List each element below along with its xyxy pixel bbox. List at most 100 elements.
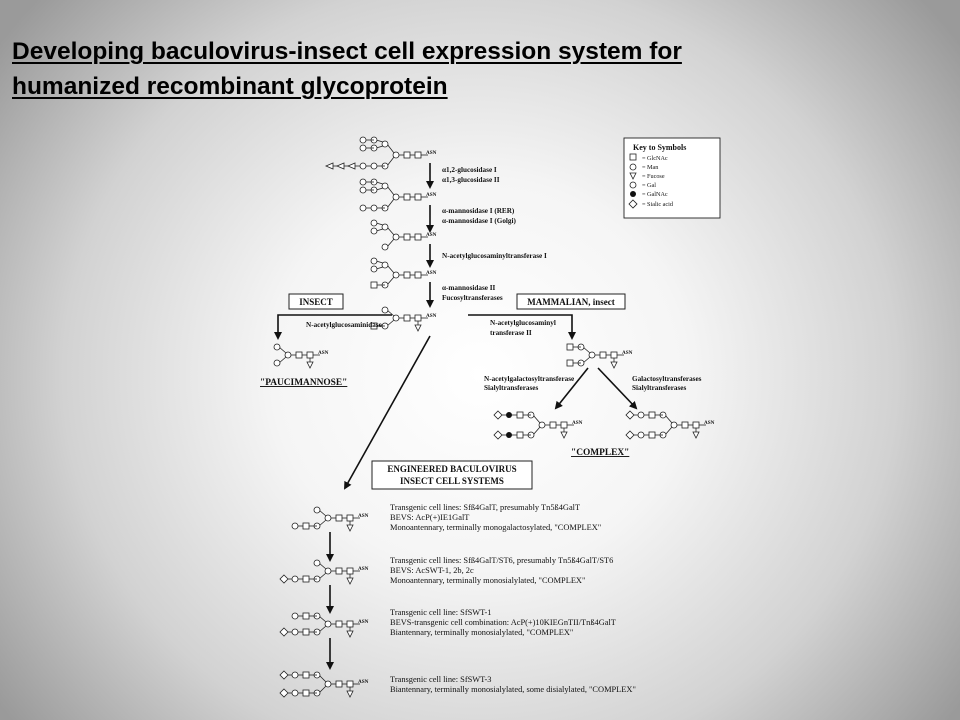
engineered-3-line-2: BEVS-transgenic cell combination: AcP(+)… [390,618,616,627]
glcnac-icon [414,193,422,201]
galnac-icon [506,432,512,438]
mammalian-box-label: MAMMALIAN, insect [527,297,614,307]
key-label-gal: = Gal [642,182,656,189]
glcnac-icon [549,421,557,429]
sialic-acid-icon [279,627,289,637]
engineered-box-label-1: ENGINEERED BACULOVIRUS [387,464,516,474]
enzyme-gnt-ii-line-1: N-acetylglucosaminyl [490,319,556,327]
asn-label: ASN [622,350,633,356]
glcnac-icon [346,620,354,628]
glycan-paucimannose: ASN [273,343,329,369]
galactose-icon [291,671,299,679]
mannose-icon [313,559,321,567]
arrow-insect-branch [274,314,392,340]
mannose-icon [284,351,292,359]
key-label-galnac: = GalNAc [642,191,668,198]
glucose-icon [324,162,334,170]
mannose-icon [381,140,389,148]
mannose-icon [392,233,400,241]
arrow-engineered-branch [344,335,431,490]
fucose-icon [346,630,354,638]
glycan-engineered-4: ASN [279,670,369,698]
enzyme-mannosidase-rer: α-mannosidase I (RER) [442,207,515,215]
mannose-icon [670,421,678,429]
asn-label: ASN [426,232,437,238]
engineered-2-line-3: Monoantennary, terminally monosialylated… [390,576,585,585]
glcnac-icon [414,233,422,241]
glcnac-icon [403,193,411,201]
engineered-1-line-2: BEVS: AcP(+)IE1GalT [390,513,469,522]
glycan-glcnac-man5: ASN [370,257,437,289]
asn-label: ASN [426,150,437,156]
glcnac-icon [306,351,314,359]
glycosidic-bond [386,276,395,286]
glcnac-icon [566,343,574,351]
glycosidic-bond [386,264,395,274]
mannose-icon [359,144,367,152]
engineered-descriptions: Transgenic cell lines: Sfß4GalT, presuma… [390,503,636,694]
insect-box-label: INSECT [299,297,333,307]
fucose-icon [414,324,422,332]
mannose-icon [359,162,367,170]
glcnac-icon [302,628,310,636]
mannose-icon [324,620,332,628]
fucose-icon [346,690,354,698]
slide-title: Developing baculovirus-insect cell expre… [12,34,932,104]
complex-label: "COMPLEX" [571,448,629,458]
glcnac-icon [403,233,411,241]
glcnac-icon [414,314,422,322]
slide-title-line-1: Developing baculovirus-insect cell expre… [12,38,682,65]
symbol-key-title: Key to Symbols [633,143,686,152]
glcnac-icon [302,522,310,530]
fucose-key-icon [629,172,637,180]
glucose-icon [335,162,345,170]
fucose-icon [610,361,618,369]
sialic-acid-icon [279,574,289,584]
mannose-icon [359,186,367,194]
glycosidic-bond [386,226,395,236]
glcnac-icon [302,612,310,620]
glcnac-icon [302,689,310,697]
glcnac-icon [648,431,656,439]
enzyme-galnact: N-acetylgalactosyltransferase [484,375,574,383]
key-label-fucose: = Fucose [642,173,665,180]
glcnac-icon [346,680,354,688]
mannose-icon [392,271,400,279]
engineered-1-line-3: Monoantennary, terminally monogalactosyl… [390,523,601,532]
mannose-icon [538,421,546,429]
glcnac-icon [403,151,411,159]
enzyme-gnt-i: N-acetylglucosaminyltransferase I [442,252,547,260]
sialic-acid-icon [493,410,503,420]
mannose-icon [359,178,367,186]
glycosidic-bond [386,156,395,167]
glcnac-icon [295,351,303,359]
mannose-icon [370,204,378,212]
glcnac-icon [403,271,411,279]
glcnac-icon [648,411,656,419]
enzyme-sialylt-left: Sialyltransferases [484,384,539,392]
engineered-3-line-3: Biantennary, terminally monosialylated, … [390,628,573,637]
symbol-key-box [623,137,721,219]
glcnac-icon [335,620,343,628]
enzyme-sialylt-right: Sialyltransferases [632,384,687,392]
glycan-complex-gal: ASN [625,410,715,440]
sialic-acid-icon [279,670,289,680]
glycan-engineered-3: ASN [279,612,369,638]
mannose-icon [392,193,400,201]
galactose-icon [291,612,299,620]
mannose-icon [370,219,378,227]
glcnac-icon [566,359,574,367]
glycan-glc3man9: ASN [324,136,437,170]
asn-label: ASN [426,313,437,319]
glcnac-icon [403,314,411,322]
enzyme-glcnacase: N-acetylglucosaminidase [306,321,382,329]
enzyme-labels: α1,2-glucosidase I α1,3-glucosidase II α… [306,166,702,392]
insect-box [288,293,344,310]
enzyme-gnt-ii-line-2: transferase II [490,329,532,337]
glcnac-icon [346,514,354,522]
mannose-icon [392,314,400,322]
glycosidic-bond [386,198,395,209]
enzyme-glucosidase-ii: α1,3-glucosidase II [442,176,500,184]
enzyme-glucosidase-i: α1,2-glucosidase I [442,166,497,174]
enzyme-galt: Galactosyltransferases [632,375,702,383]
